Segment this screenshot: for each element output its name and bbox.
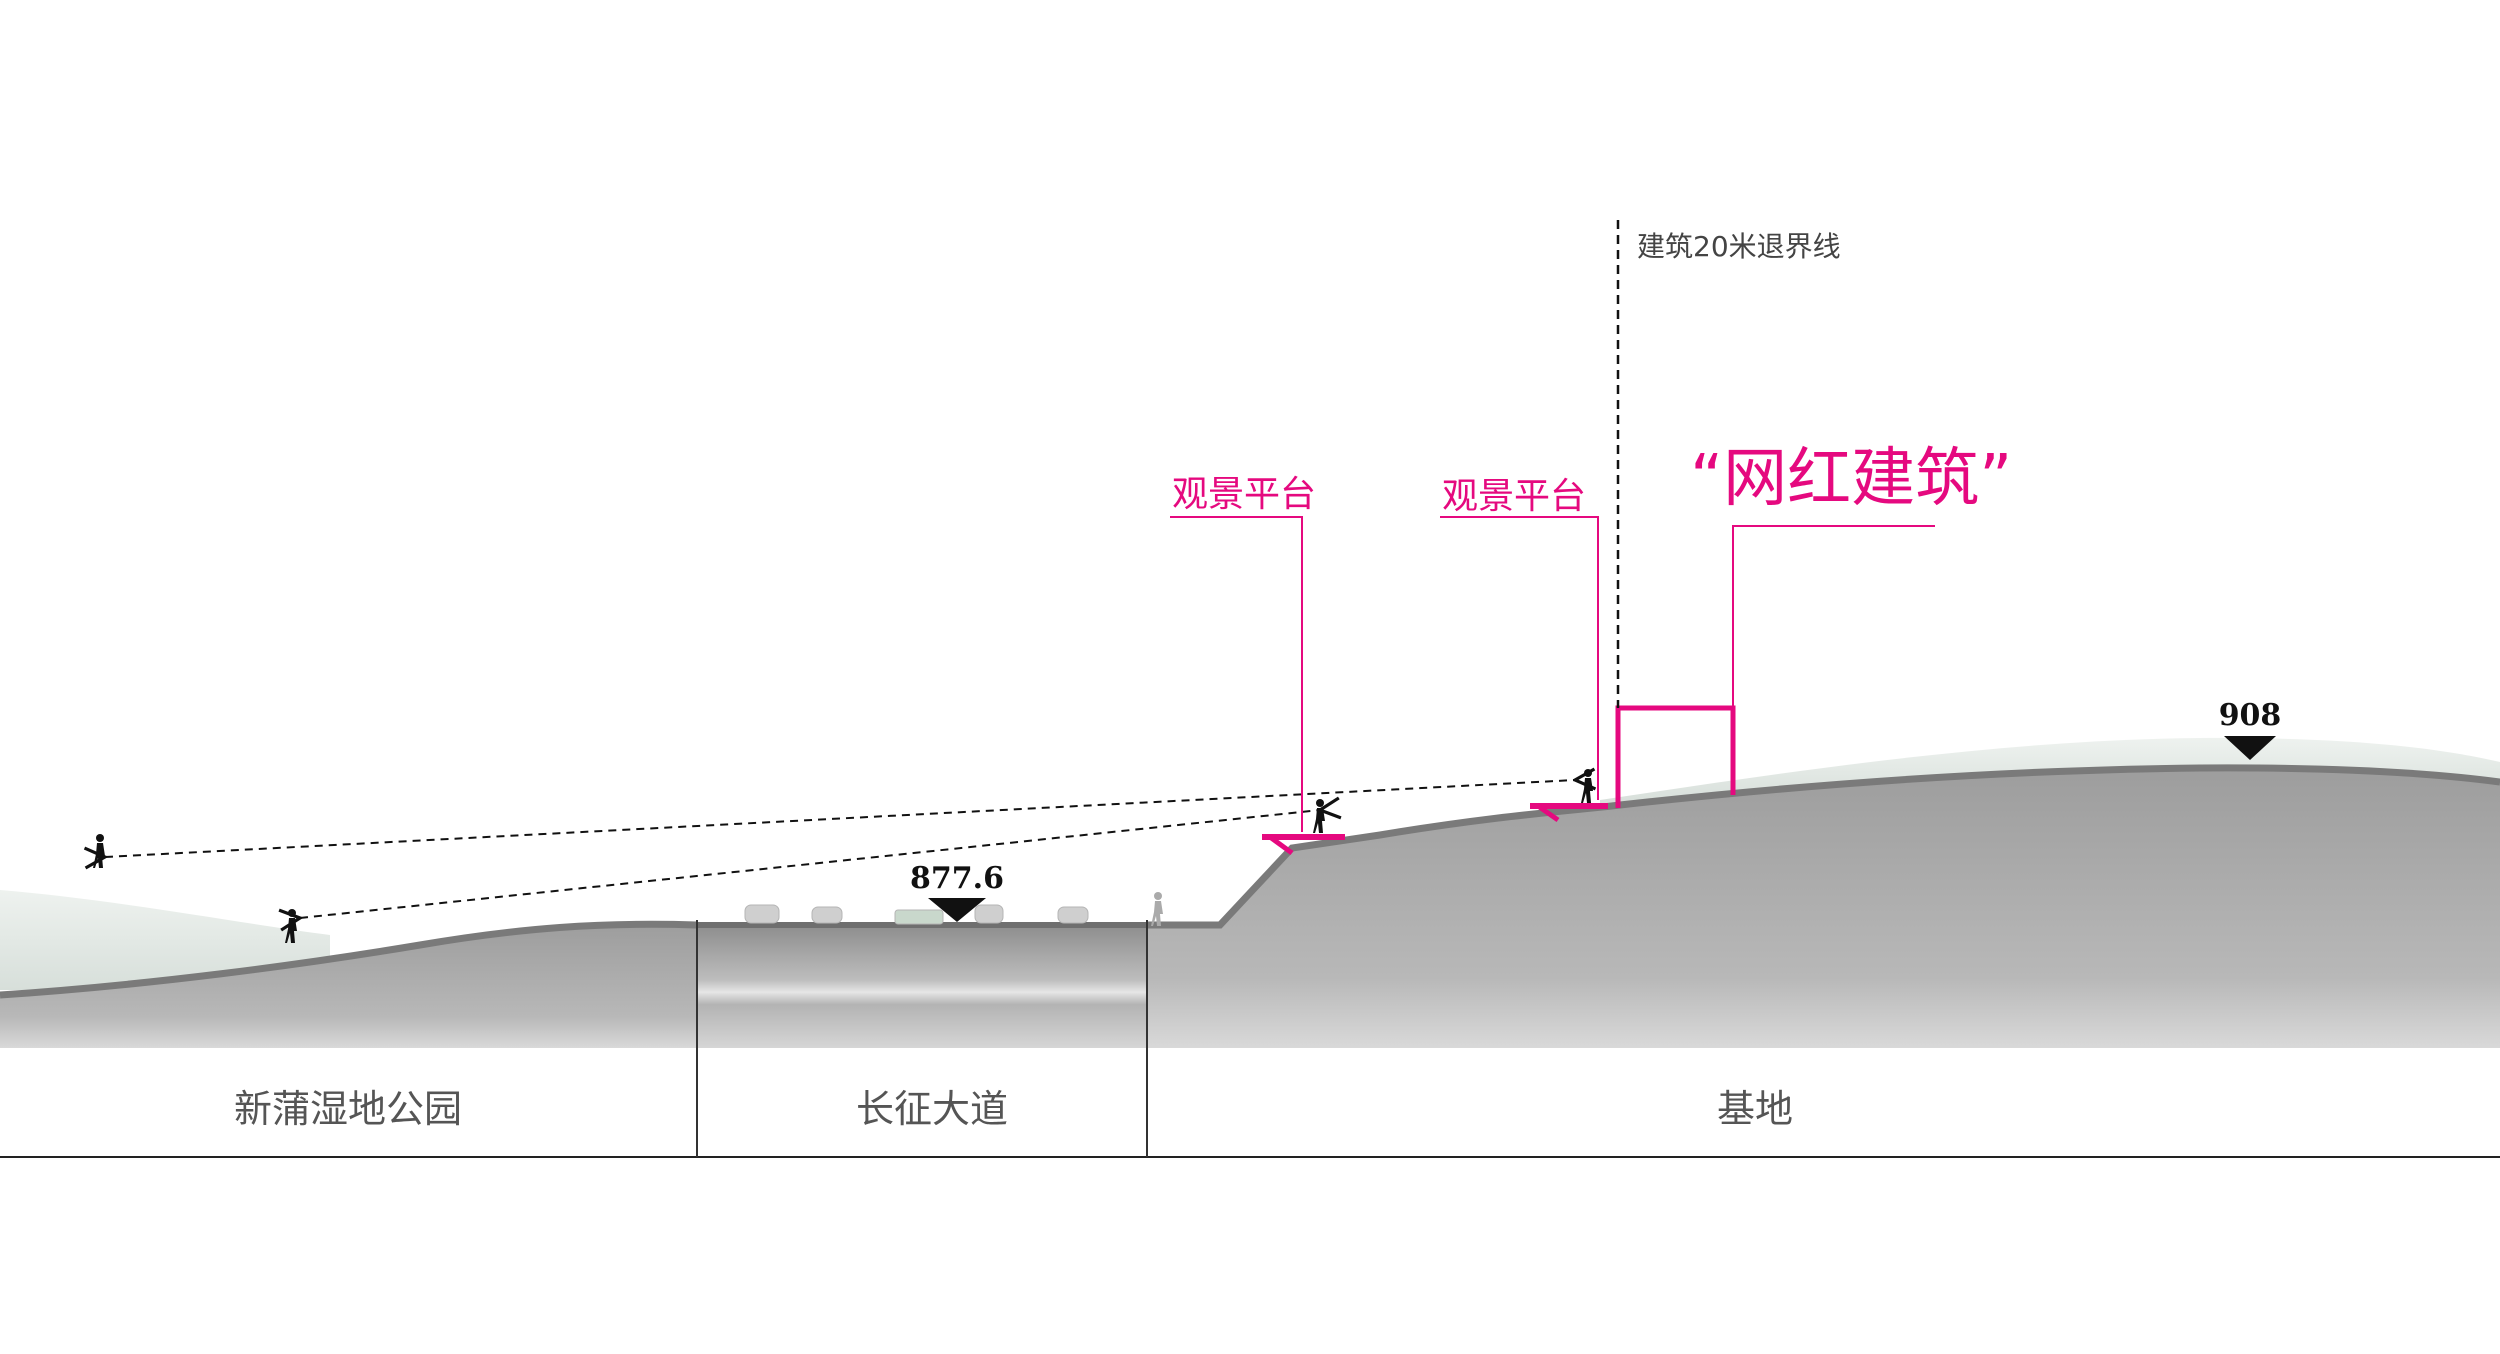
car-icon: [1057, 906, 1089, 924]
zone-label-site: 基地: [1717, 1087, 1793, 1131]
people: [93, 769, 1593, 943]
landmark-building-outline: [1615, 705, 1736, 808]
zone-label-road: 长征大道: [856, 1087, 1008, 1131]
car-icon: [974, 904, 1004, 924]
elevation-value-road: 877.6: [910, 861, 1004, 896]
person-icon: [1581, 769, 1593, 803]
car-icon: [811, 906, 843, 924]
callout-platform-left: 观景平台: [1172, 474, 1316, 515]
car-icon: [744, 904, 780, 924]
person-icon: [1151, 892, 1163, 926]
callout-leader-right: [1440, 516, 1599, 800]
callout-landmark-building: “网红建筑”: [1690, 442, 2012, 516]
bus-icon: [894, 909, 944, 925]
person-icon: [285, 909, 297, 943]
platform-right-strut: [1536, 803, 1560, 823]
terrain-wetland-park: [0, 924, 697, 1048]
callout-platform-right: 观景平台: [1442, 476, 1586, 517]
sight-line-lower: [300, 810, 1320, 918]
distant-hill-left: [0, 890, 330, 990]
elevation-triangle-icon: [2224, 736, 2276, 760]
terrain-site: [1147, 767, 2500, 1048]
sight-lines: [105, 780, 1575, 918]
elevation-triangle-icon: [928, 898, 986, 922]
elevation-value-peak: 908: [2219, 698, 2282, 733]
road-section: [697, 924, 1147, 1048]
platform-left-strut: [1268, 834, 1294, 856]
callout-leader-left: [1170, 516, 1303, 832]
zone-label-park: 新蒲湿地公园: [234, 1087, 462, 1131]
callout-leader-landmark: [1732, 525, 1935, 708]
elevation-marker-road: 877.6: [910, 861, 1004, 922]
person-icon: [1313, 799, 1325, 833]
vehicles: [744, 904, 1089, 925]
elevation-marker-peak: 908: [2219, 698, 2282, 760]
setback-line-label: 建筑20米退界线: [1637, 230, 1841, 263]
person-icon: [93, 834, 105, 868]
accent-structures: [1170, 516, 1935, 856]
